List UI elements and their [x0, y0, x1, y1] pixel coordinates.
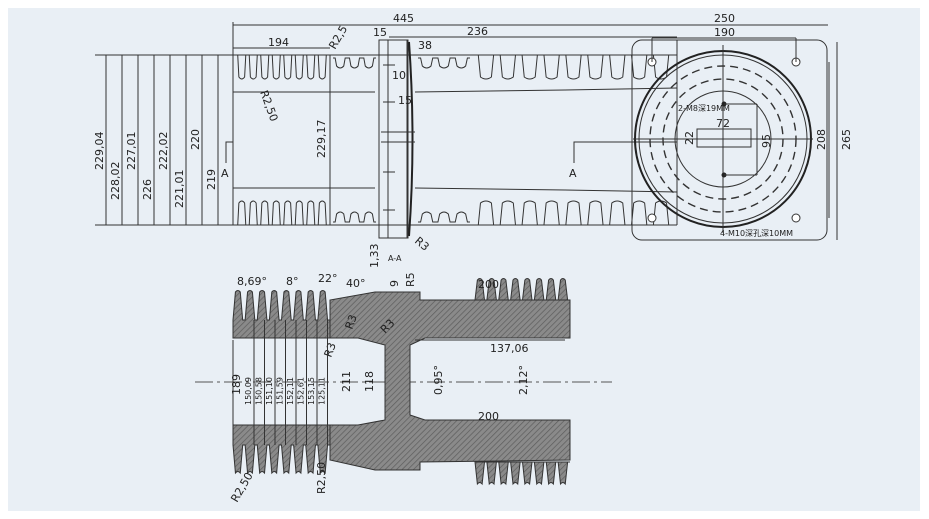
fin-wave — [475, 54, 672, 80]
fin-diameter-label: 228,02 — [109, 162, 122, 201]
end-line-left — [232, 40, 678, 225]
section-fin-diameter-label: 153,15 — [307, 377, 316, 405]
bore-line-top — [233, 87, 678, 93]
dim-1-33: 1,33 — [368, 244, 381, 269]
section-view: 8,69° 8° 22° 40° 1,33 9 R5 200 137,06 20… — [195, 244, 612, 505]
flange-ribs — [381, 64, 415, 211]
dim-lines-end — [630, 24, 838, 240]
outer-line — [233, 54, 677, 226]
dim-10: 10 — [392, 69, 406, 82]
dim-72: 72 — [716, 117, 730, 130]
dim-overall — [232, 22, 677, 55]
taper-212: 2,12° — [517, 365, 530, 395]
dim-38: 38 — [418, 39, 432, 52]
angle-40: 40° — [346, 277, 366, 290]
dim-118: 118 — [363, 371, 376, 392]
dim-229-17: 229,17 — [315, 120, 328, 159]
section-fin-diameter-label: 151,59 — [276, 377, 285, 405]
angle-22: 22° — [318, 272, 338, 285]
section-hub — [329, 291, 571, 471]
fin-wave — [418, 57, 470, 69]
fin-wave — [418, 211, 470, 223]
radius-r25: R2,5 — [326, 23, 350, 51]
fin-diameter-label: 221,01 — [173, 170, 186, 209]
radius-r3-b: R3 — [322, 341, 339, 359]
front-view: 229,04228,02227,01226222,02221,01220219 … — [93, 12, 678, 263]
angle-8: 8° — [286, 275, 299, 288]
dim-236: 236 — [467, 25, 488, 38]
section-fin-diameter-label: 152,61 — [297, 377, 306, 405]
fin-wave — [333, 57, 376, 69]
flange-inner — [387, 39, 409, 239]
dim-15: 15 — [373, 26, 387, 39]
flange-face — [408, 41, 414, 237]
fin-diameter-label: 219 — [205, 169, 218, 190]
bolt-holes — [647, 57, 801, 223]
dim-445: 445 — [393, 12, 414, 25]
bolt-note: 4-M10深孔深10MM — [720, 229, 793, 238]
dim-250: 250 — [714, 12, 735, 25]
section-marker-left: A — [221, 167, 229, 180]
fin-diameter-label: 222,02 — [157, 132, 170, 171]
section-fin-diameter-label: 152,11 — [286, 377, 295, 405]
section-fins-top-left — [232, 290, 331, 339]
dim-137-06: 137,06 — [490, 342, 529, 355]
bolt-hole-icon — [647, 213, 657, 223]
dim-265: 265 — [840, 129, 853, 150]
section-arrow-left — [225, 141, 233, 163]
insert-note: 2-M8深19MM — [678, 104, 730, 113]
center-slot — [696, 128, 752, 148]
dim-189: 189 — [230, 374, 243, 395]
fins-group — [233, 54, 677, 226]
section-body — [232, 278, 571, 486]
end-flange-plate — [631, 39, 828, 241]
dim-194: 194 — [268, 36, 289, 49]
radius-r3: R3 — [412, 234, 432, 253]
section-marker-right: A — [569, 167, 577, 180]
dim-190: 190 — [714, 26, 735, 39]
fin-wave — [236, 200, 328, 226]
angle-869: 8,69° — [237, 275, 267, 288]
radius-r5: R5 — [404, 272, 417, 287]
section-fins-bottom-right — [474, 461, 570, 486]
dim-15-slot: 15 — [398, 94, 412, 107]
radius-r250-left: R2,50 — [228, 470, 255, 504]
bore-dims — [232, 339, 565, 425]
end-view: 250 190 265 208 95 72 22 2-M8深19MM 4-M10… — [630, 12, 853, 241]
section-fin-diameter-label: 150,58 — [255, 377, 264, 405]
radius-r250: R2,50 — [257, 89, 280, 124]
dim-200-top: 200 — [478, 278, 499, 291]
section-fin-diameter-label: 150,09 — [244, 377, 253, 405]
dim-95: 95 — [760, 134, 773, 148]
fin-diameter-label: 220 — [189, 129, 202, 150]
section-label: A-A — [388, 254, 402, 263]
section-fins-bottom-left — [232, 424, 331, 475]
fin-wave — [236, 54, 328, 80]
radius-r250-mid: R2,50 — [315, 462, 328, 494]
dim-22: 22 — [683, 131, 696, 145]
dim-horizontal-top — [95, 54, 233, 226]
dim-211: 211 — [340, 371, 353, 392]
fin-wave — [475, 200, 672, 226]
bore-line-bottom — [233, 187, 678, 193]
fin-diameter-label: 227,01 — [125, 132, 138, 171]
section-fin-diameter-label: 125,11 — [318, 377, 327, 405]
bolt-hole-icon — [791, 213, 801, 223]
end-view-center-lines — [633, 45, 813, 233]
dim-9: 9 — [388, 280, 401, 287]
fin-diameter-label: 226 — [141, 179, 154, 200]
fin-diameter-label: 229,04 — [93, 132, 106, 171]
taper-095: 0,95° — [432, 365, 445, 395]
dim-200-bottom: 200 — [478, 410, 499, 423]
section-arrow-right — [573, 141, 677, 163]
section-fins-top-right — [474, 278, 570, 301]
dim-208: 208 — [815, 129, 828, 150]
radius-r3-c: R3 — [343, 313, 360, 331]
fin-wave — [333, 211, 376, 223]
section-fin-diameter-label: 151,10 — [265, 377, 274, 405]
